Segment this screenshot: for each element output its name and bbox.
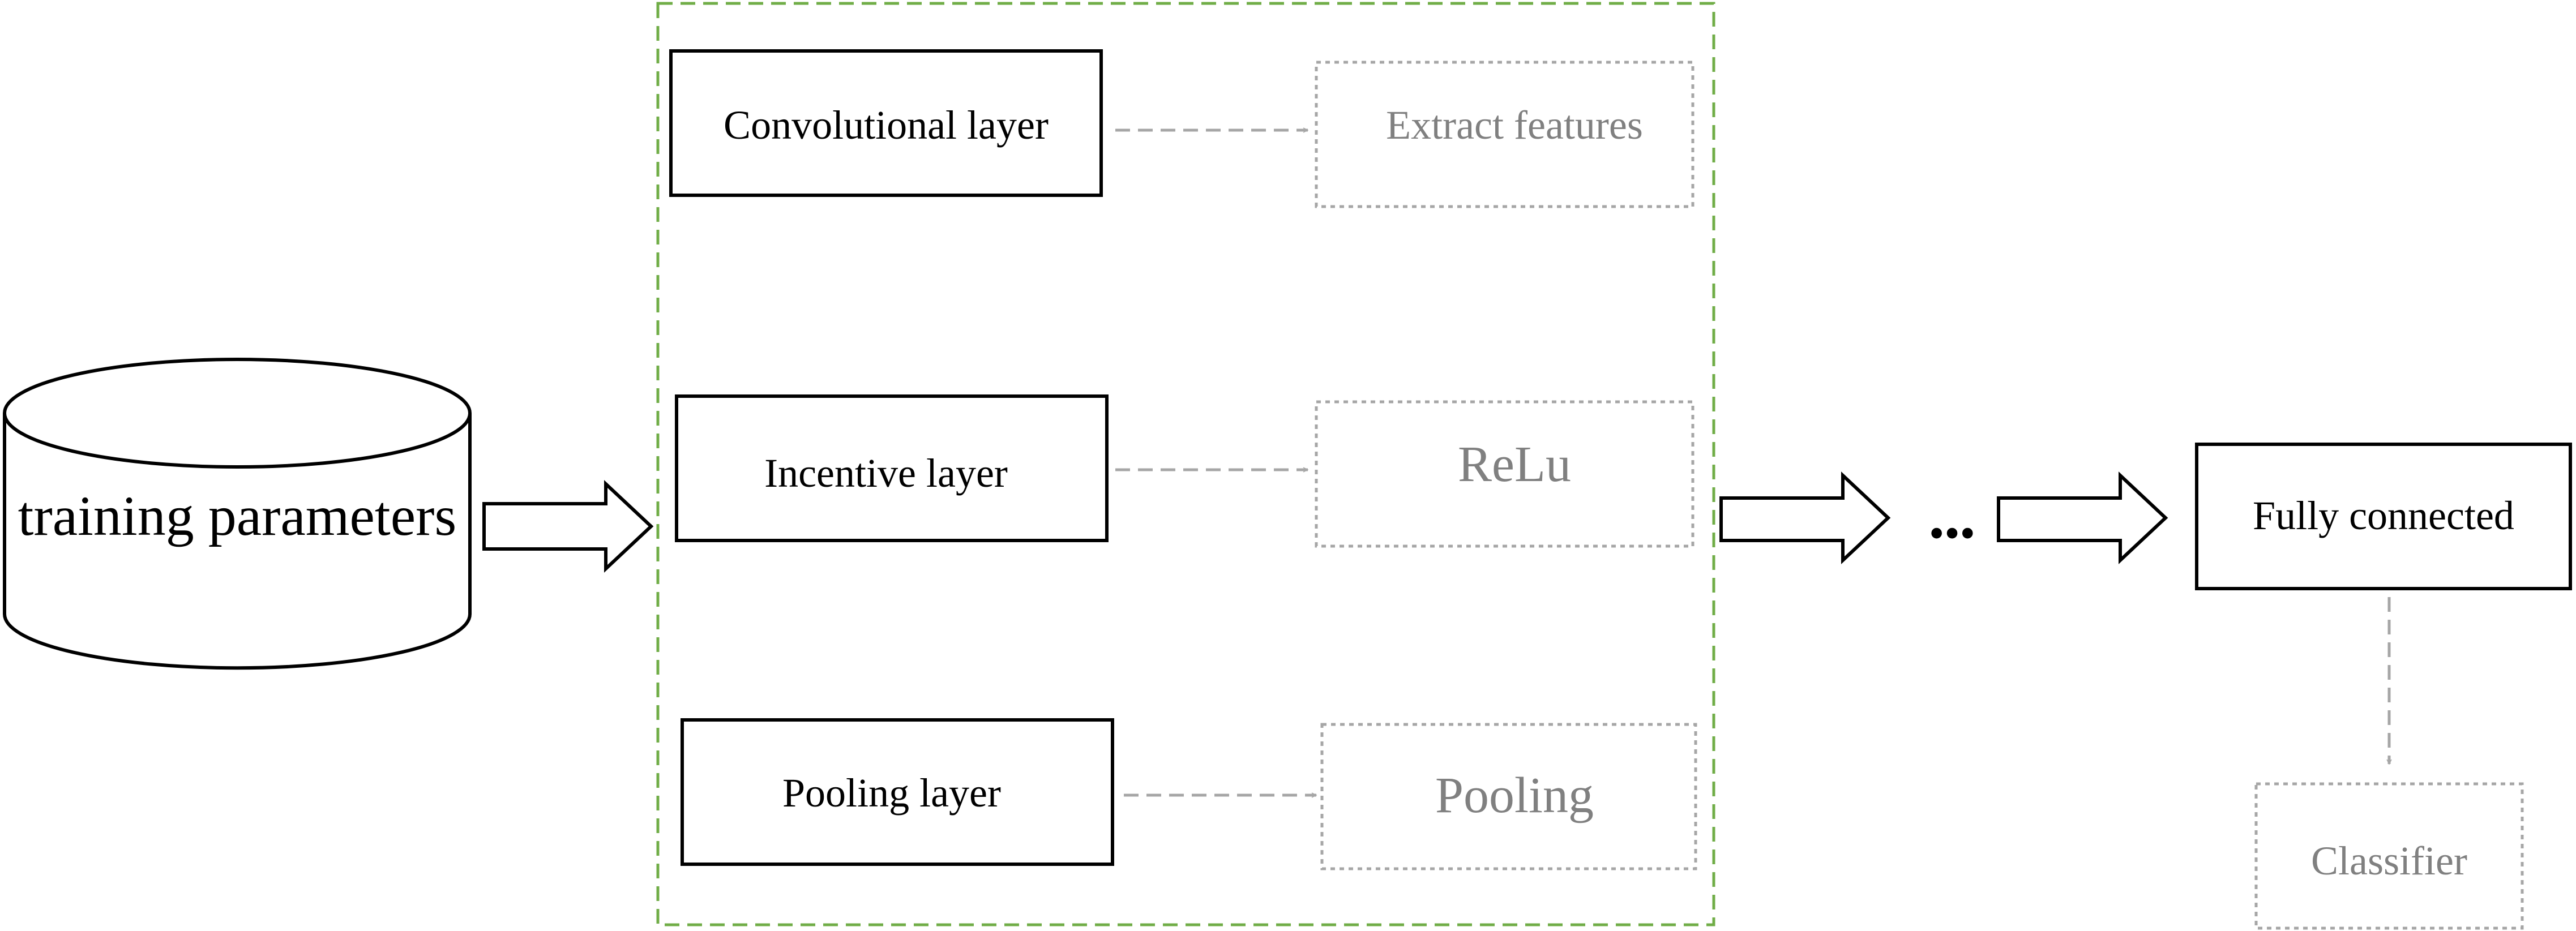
relu-box [1315,400,1694,548]
incentive-layer-box [675,394,1109,542]
arrow-layers-to-ellipsis [1719,471,1891,564]
cylinder-top [3,358,472,469]
fully-connected-box [2195,443,2572,590]
classifier-label: Classifier [2311,838,2467,883]
extract-features-box [1315,61,1694,208]
convolutional-layer-label: Convolutional layer [724,102,1049,148]
pooling-layer-label: Pooling layer [782,770,1001,816]
layer-row-incentive: Incentive layer ReLu [675,394,1694,548]
cylinder-body [3,413,472,670]
layer-row-convolutional: Convolutional layer Extract features [669,49,1694,208]
arrow-database-to-layers [482,480,654,573]
convolutional-layer-box [669,49,1103,197]
training-parameters-database: training parameters [3,358,472,670]
hidden-layers-group [656,2,1715,926]
pooling-label: Pooling [1435,767,1594,823]
arrow-ellipsis-to-fully-connected [1997,471,2168,564]
classifier-box [2254,782,2524,930]
output-section: Fully connected Classifier [2195,443,2572,930]
database-label: training parameters [18,484,457,547]
ellipsis: ••• [1929,508,1975,557]
incentive-layer-label: Incentive layer [764,451,1008,496]
relu-label: ReLu [1458,436,1571,492]
layer-row-pooling: Pooling layer Pooling [681,718,1697,870]
pooling-box [1320,723,1697,870]
extract-features-label: Extract features [1386,102,1643,148]
fully-connected-label: Fully connected [2253,493,2514,538]
pooling-layer-box [681,718,1114,866]
